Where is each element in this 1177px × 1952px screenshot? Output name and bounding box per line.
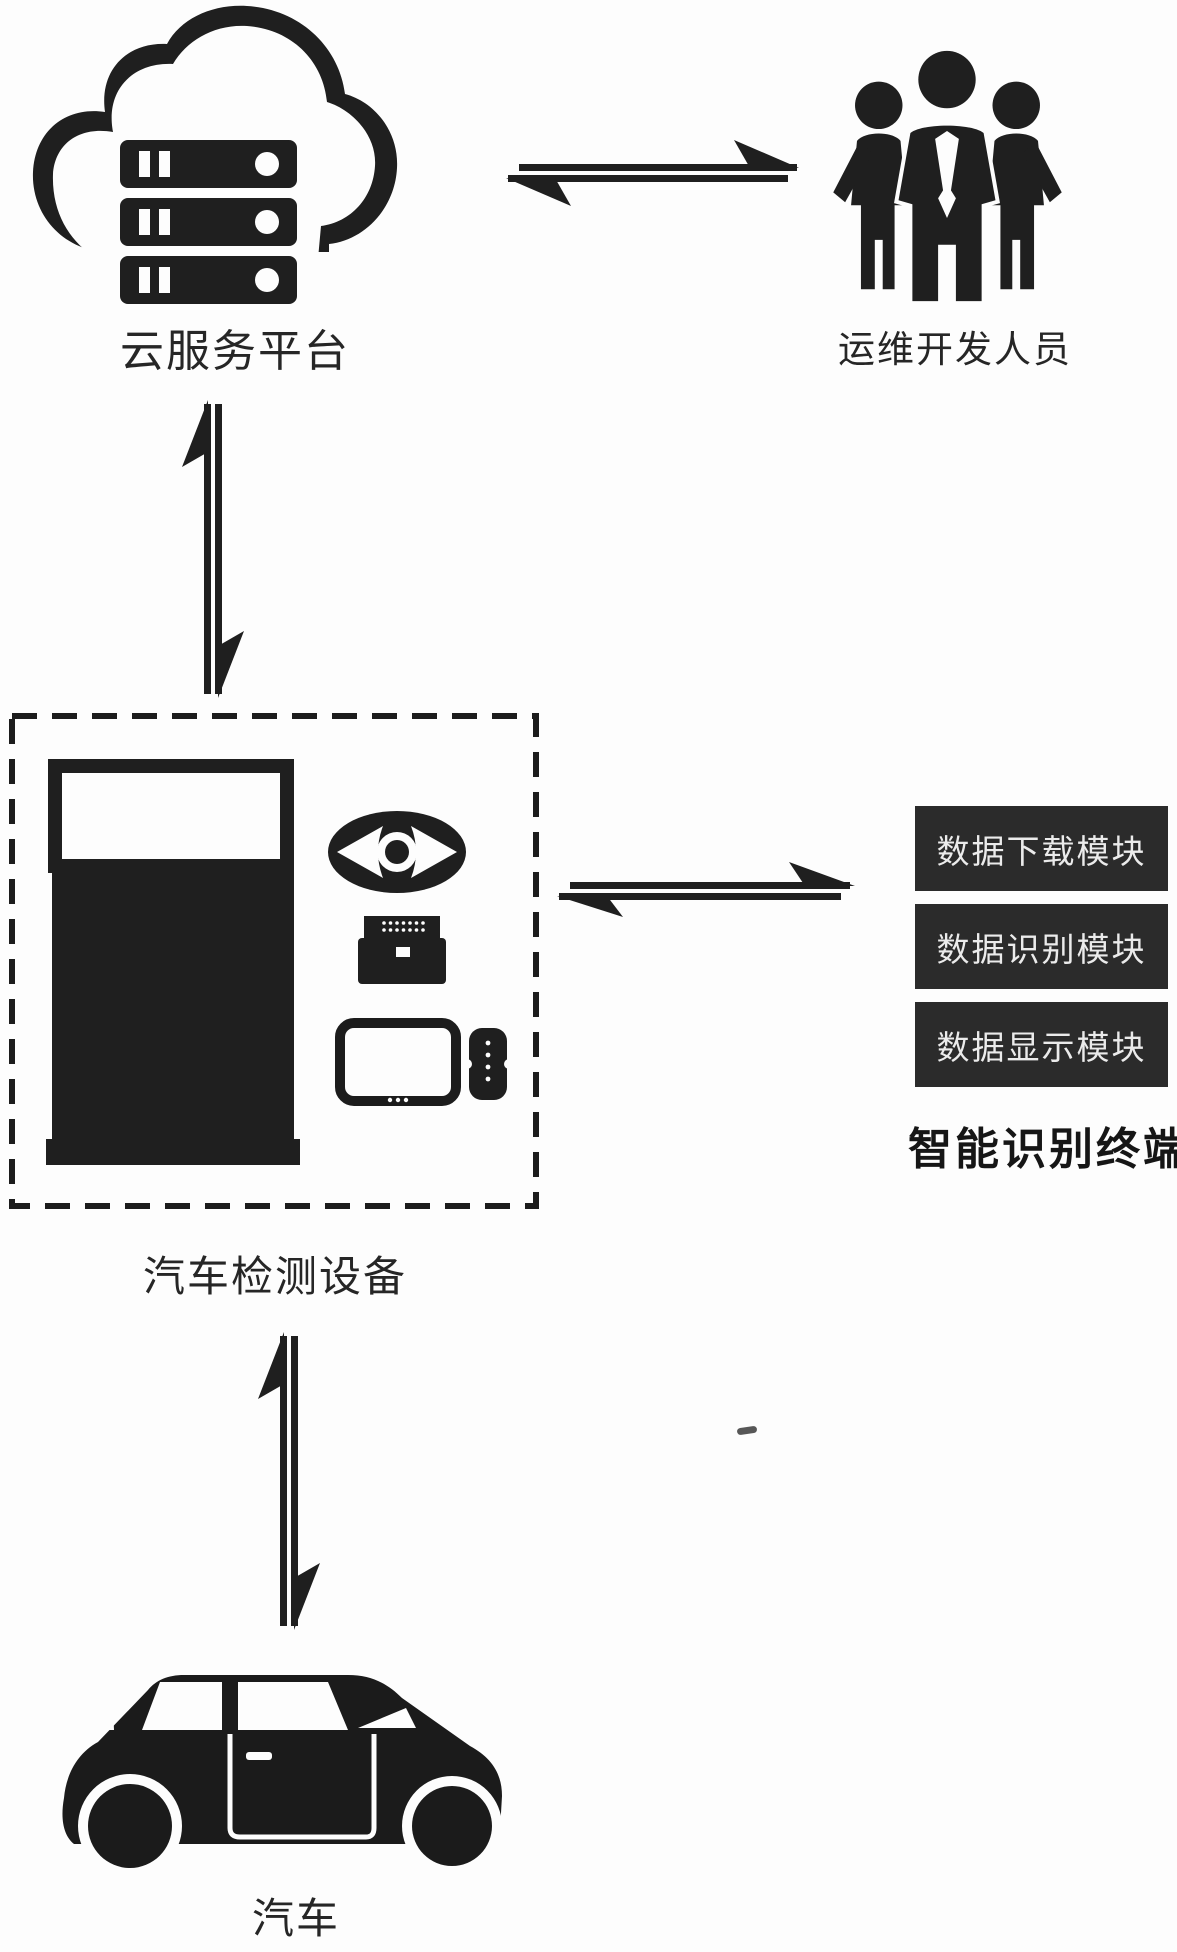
module-label: 数据识别模块 [937, 923, 1147, 971]
printer-icon [354, 916, 450, 986]
arrow-cloud-equipment [180, 398, 246, 700]
devops-staff-label: 运维开发人员 [835, 330, 1075, 371]
arrow-equipment-terminal [556, 860, 856, 918]
server-rack [120, 140, 297, 304]
car-label: 汽车 [176, 1896, 416, 1942]
tablet-icon [335, 1018, 461, 1106]
module-label: 数据下载模块 [937, 825, 1147, 873]
cloud-platform-label: 云服务平台 [95, 328, 375, 376]
eye-icon [327, 810, 467, 894]
cloud-server-icon [15, 2, 405, 308]
server-row [120, 140, 297, 188]
terminal-module-stack: 数据下载模块 数据识别模块 数据显示模块 [915, 806, 1168, 1100]
server-row [120, 198, 297, 246]
car-icon [50, 1648, 512, 1888]
module-data-display: 数据显示模块 [915, 1002, 1168, 1087]
front-wheel [78, 1774, 182, 1878]
devops-people-icon [830, 42, 1065, 314]
server-row [120, 256, 297, 304]
module-data-recognition: 数据识别模块 [915, 904, 1168, 989]
obd-dongle-icon [465, 1026, 511, 1102]
person-left [833, 82, 906, 290]
detection-equipment-label: 汽车检测设备 [140, 1254, 410, 1300]
door-handle [246, 1752, 272, 1760]
person-right [989, 82, 1062, 290]
windshield [80, 1686, 114, 1730]
module-data-download: 数据下载模块 [915, 806, 1168, 891]
scan-artifact-mark [737, 1426, 758, 1436]
arrow-equipment-car [256, 1330, 322, 1632]
rear-wheel [402, 1776, 502, 1876]
module-label: 数据显示模块 [937, 1021, 1147, 1069]
arrow-cloud-devops [505, 136, 800, 206]
diagnostic-kiosk-icon [46, 753, 302, 1165]
kiosk-screen [62, 773, 280, 859]
recognition-terminal-label: 智能识别终端 [908, 1126, 1174, 1174]
